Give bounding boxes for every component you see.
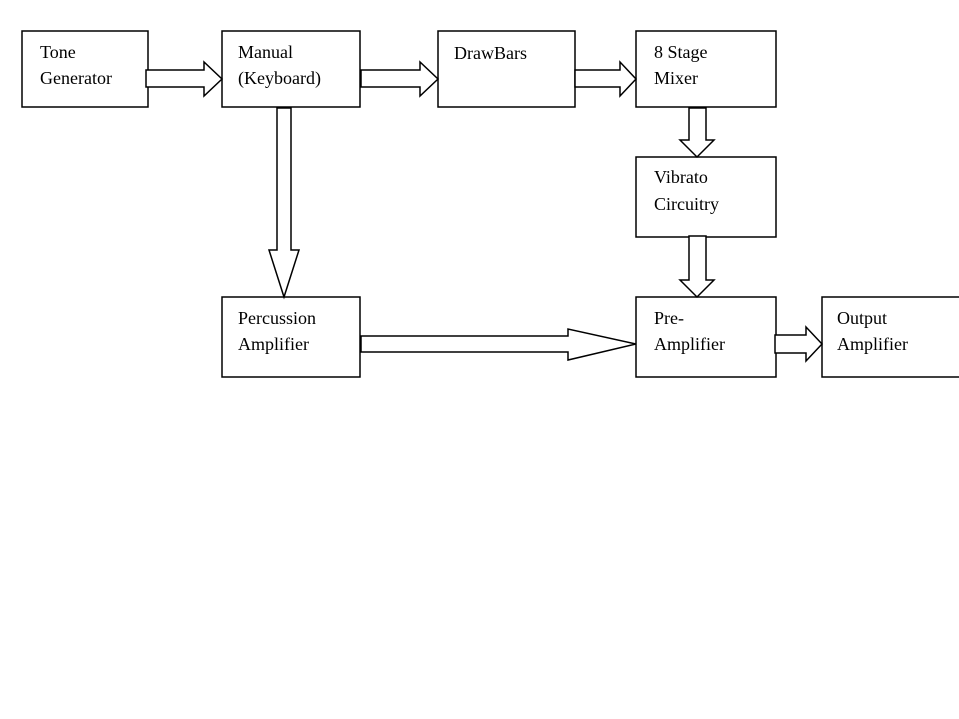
arrow-manual-to-drawbars <box>360 60 440 98</box>
drawbars-label: DrawBars <box>454 43 527 63</box>
arrow-mixer-to-vibrato <box>678 107 716 159</box>
preamp-label-line2: Amplifier <box>654 334 725 354</box>
mixer-label-line1: 8 Stage <box>654 42 708 62</box>
output-label-line2: Amplifier <box>837 334 908 354</box>
arrow-percussion-to-preamp <box>360 328 637 361</box>
vibrato-label-line2: Circuitry <box>654 194 719 214</box>
mixer-label-line2: Mixer <box>654 68 698 88</box>
percussion-label-line2: Amplifier <box>238 334 309 354</box>
output-label-line1: Output <box>837 308 887 328</box>
block-preamp: Pre- Amplifier <box>635 296 777 378</box>
arrow-tone-to-manual <box>145 60 224 98</box>
block-mixer: 8 Stage Mixer <box>635 30 777 108</box>
preamp-label-line1: Pre- <box>654 308 684 328</box>
arrow-preamp-to-output <box>774 325 824 363</box>
block-output: Output Amplifier <box>821 296 959 378</box>
block-drawbars: DrawBars <box>437 30 576 108</box>
vibrato-label-line1: Vibrato <box>654 167 708 187</box>
block-tone-generator: Tone Generator <box>21 30 149 108</box>
manual-label-line2: (Keyboard) <box>238 68 321 89</box>
tone-generator-label-line1: Tone <box>40 42 76 62</box>
percussion-label-line1: Percussion <box>238 308 316 328</box>
arrow-drawbars-to-mixer <box>574 60 638 98</box>
block-vibrato: Vibrato Circuitry <box>635 156 777 238</box>
arrow-manual-to-percussion <box>267 107 301 300</box>
manual-label-line1: Manual <box>238 42 293 62</box>
block-manual: Manual (Keyboard) <box>221 30 361 108</box>
arrow-vibrato-to-preamp <box>678 235 716 299</box>
tone-generator-label-line2: Generator <box>40 68 112 88</box>
block-percussion: Percussion Amplifier <box>221 296 361 378</box>
